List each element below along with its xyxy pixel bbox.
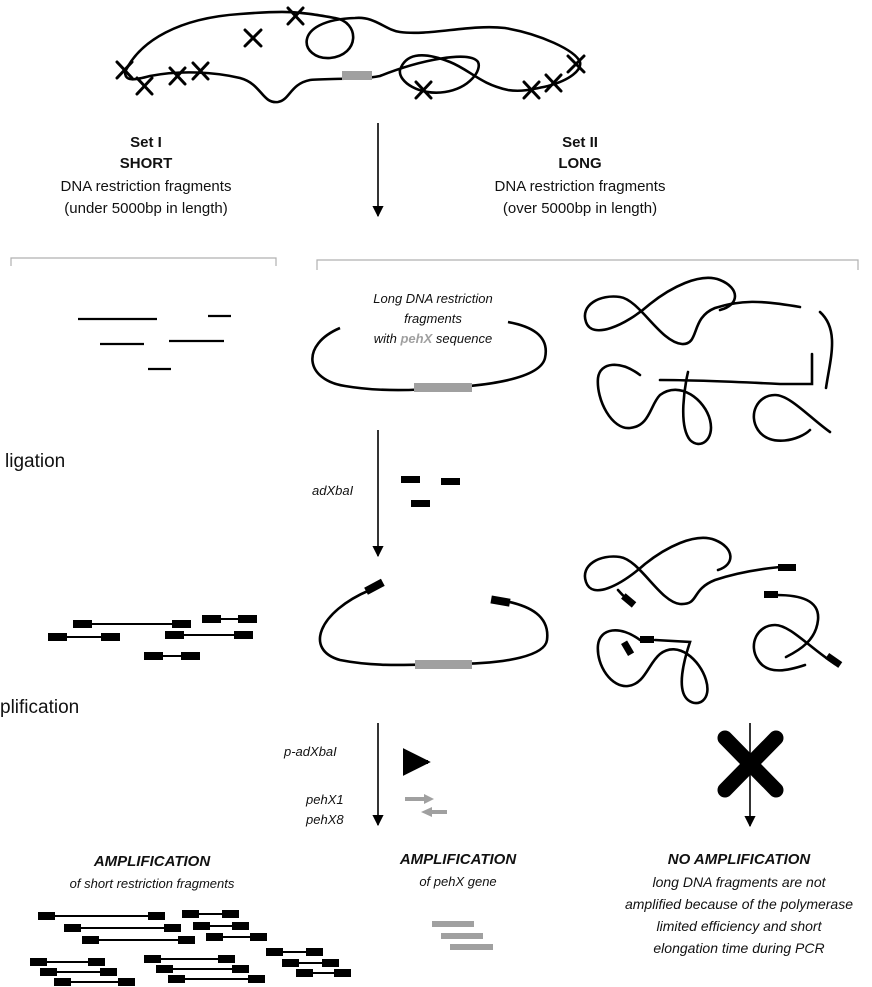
primers-pehx bbox=[405, 794, 447, 817]
result-pehx-title: AMPLIFICATION bbox=[399, 851, 517, 868]
set1-size: SHORT bbox=[119, 155, 173, 172]
short-ligated-fragments bbox=[48, 615, 257, 660]
no-amplification-cross bbox=[717, 723, 784, 828]
set1-range: (under 5000bp in length) bbox=[64, 200, 228, 217]
ligated-fragment-pehx bbox=[318, 578, 549, 669]
result-none-title: NO AMPLIFICATION bbox=[667, 851, 811, 868]
step-amplification: plification bbox=[0, 697, 80, 718]
bracket-set2 bbox=[316, 259, 859, 270]
set1-desc: DNA restriction fragments bbox=[60, 178, 232, 195]
set2-desc: DNA restriction fragments bbox=[494, 178, 666, 195]
long-fragment-pehx bbox=[311, 320, 548, 392]
result-none-line1: long DNA fragments are not bbox=[652, 874, 826, 890]
result-short-sub: of short restriction fragments bbox=[69, 876, 235, 891]
result-none-line2: amplified because of the polymerase bbox=[624, 896, 854, 912]
long-pehx-sequence: sequence bbox=[435, 331, 493, 346]
tangled-ligated-fragments bbox=[583, 536, 843, 705]
set1-title: Set I bbox=[130, 134, 162, 151]
long-pehx-label-1: Long DNA restriction bbox=[373, 291, 493, 306]
restriction-sites bbox=[115, 6, 586, 100]
amplified-pehx bbox=[432, 921, 493, 950]
result-none-line4: elongation time during PCR bbox=[653, 940, 825, 956]
amplified-short-fragments bbox=[30, 910, 351, 986]
result-pehx-sub: of pehX gene bbox=[419, 874, 497, 889]
long-pehx-with: with bbox=[373, 331, 397, 346]
reagent-pehx8: pehX8 bbox=[306, 812, 344, 827]
genomic-dna bbox=[123, 10, 582, 104]
reagent-pehx1: pehX1 bbox=[306, 792, 344, 807]
reagent-p-adxbai: p-adXbaI bbox=[284, 744, 337, 759]
adapters bbox=[401, 476, 460, 507]
bracket-set1 bbox=[10, 257, 277, 266]
short-fragments bbox=[78, 314, 231, 371]
set2-title: Set II bbox=[562, 134, 598, 151]
tangled-long-fragments bbox=[583, 276, 834, 446]
result-none-line3: limited efficiency and short bbox=[656, 918, 822, 934]
result-short-title: AMPLIFICATION bbox=[93, 853, 211, 870]
set2-range: (over 5000bp in length) bbox=[502, 200, 658, 217]
pehx-gene-label: pehX bbox=[400, 331, 433, 346]
long-pehx-label-2: fragments bbox=[404, 311, 462, 326]
step-ligation: ligation bbox=[5, 451, 66, 472]
reagent-adxbai: adXbaI bbox=[312, 483, 354, 498]
set2-size: LONG bbox=[558, 155, 602, 172]
long-pehx-label-3: with pehX sequence bbox=[374, 331, 493, 347]
